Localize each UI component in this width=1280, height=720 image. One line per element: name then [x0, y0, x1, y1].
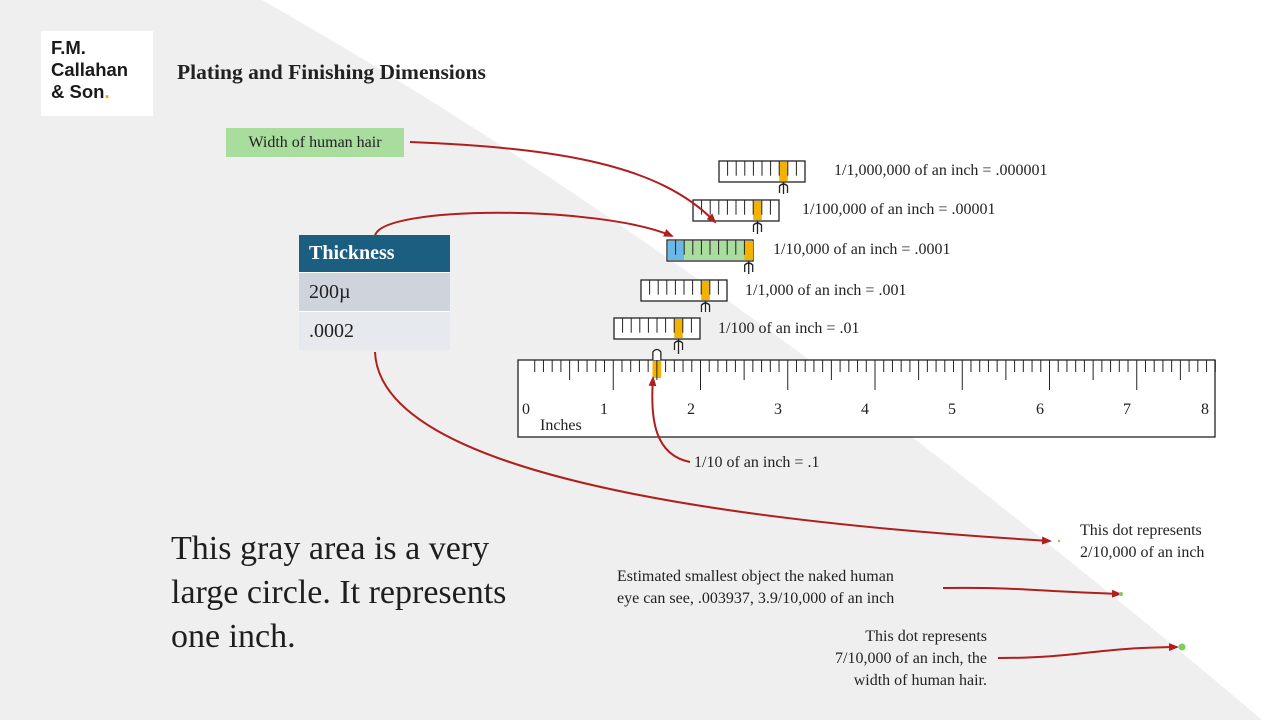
- thickness-table: Thickness 200µ .0002: [299, 235, 450, 350]
- ruler-number: 1: [600, 401, 608, 418]
- scale-label-ten-thousandth: 1/10,000 of an inch = .0001: [773, 241, 951, 258]
- ruler: [517, 348, 1216, 438]
- thickness-dot-arrow: [374, 351, 1052, 545]
- note-line: This dot represents: [865, 628, 987, 645]
- tenth-arrow: [648, 376, 691, 463]
- ruler-unit-label: Inches: [540, 417, 582, 434]
- note-line: Estimated smallest object the naked huma…: [617, 568, 894, 585]
- note-line: width of human hair.: [853, 672, 987, 689]
- ruler-number: 4: [861, 401, 869, 418]
- dot-2-10000: [1057, 539, 1061, 543]
- thickness-inches: .0002: [299, 311, 450, 350]
- scale-label-thousandth: 1/1,000 of an inch = .001: [745, 282, 907, 299]
- note-line: eye can see, .003937, 3.9/10,000 of an i…: [617, 590, 895, 607]
- ruler-number: 7: [1123, 401, 1131, 418]
- scale-label-hundredth: 1/100 of an inch = .01: [718, 320, 860, 337]
- logo-line-2: Callahan: [51, 59, 129, 80]
- scale-highlight: [753, 201, 762, 220]
- smallest-arrow: [942, 586, 1122, 598]
- note-line: This dot represents: [1080, 522, 1202, 539]
- hair-dot-arrow: [997, 643, 1179, 659]
- hair-arrow: [409, 141, 717, 224]
- dot-note-2-10000: This dot represents 2/10,000 of an inch: [1080, 520, 1204, 564]
- thickness-arrow: [374, 211, 674, 237]
- logo-line-1: F.M.: [51, 37, 86, 58]
- logo-dot: .: [104, 81, 110, 102]
- ruler-connector: [652, 348, 662, 360]
- company-logo: F.M. Callahan & Son.: [41, 31, 153, 116]
- thickness-header: Thickness: [299, 235, 450, 272]
- gray-area-explanation: This gray area is a very large circle. I…: [171, 530, 507, 655]
- hair-dot-note: This dot represents 7/10,000 of an inch,…: [787, 626, 987, 692]
- ruler-number: 0: [522, 401, 530, 418]
- dot-smallest-visible: [1119, 592, 1123, 596]
- dot-human-hair: [1178, 643, 1186, 651]
- hair-width-label: Width of human hair: [226, 128, 404, 157]
- note-line: 2/10,000 of an inch: [1080, 544, 1205, 561]
- tenth-inch-label: 1/10 of an inch = .1: [694, 454, 820, 471]
- smallest-object-note: Estimated smallest object the naked huma…: [617, 566, 894, 610]
- arrows-layer: [374, 141, 1179, 659]
- ruler-number: 3: [774, 401, 782, 418]
- ruler-number: 6: [1036, 401, 1044, 418]
- ruler-number: 8: [1201, 401, 1209, 418]
- ruler-number: 2: [687, 401, 695, 418]
- scale-highlight: [674, 319, 683, 338]
- page-title: Plating and Finishing Dimensions: [177, 60, 486, 84]
- ruler-number: 5: [948, 401, 956, 418]
- thickness-microns: 200µ: [299, 272, 450, 311]
- logo-line-3: & Son.: [51, 81, 110, 102]
- scale-highlight: [701, 281, 710, 300]
- scale-highlight: [779, 162, 788, 181]
- ruler-body: [517, 359, 1216, 438]
- scale-label-millionth: 1/1,000,000 of an inch = .000001: [834, 162, 1048, 179]
- scale-label-hundred-thousandth: 1/100,000 of an inch = .00001: [802, 201, 996, 218]
- note-line: 7/10,000 of an inch, the: [835, 650, 987, 667]
- scale-highlight: [744, 241, 753, 260]
